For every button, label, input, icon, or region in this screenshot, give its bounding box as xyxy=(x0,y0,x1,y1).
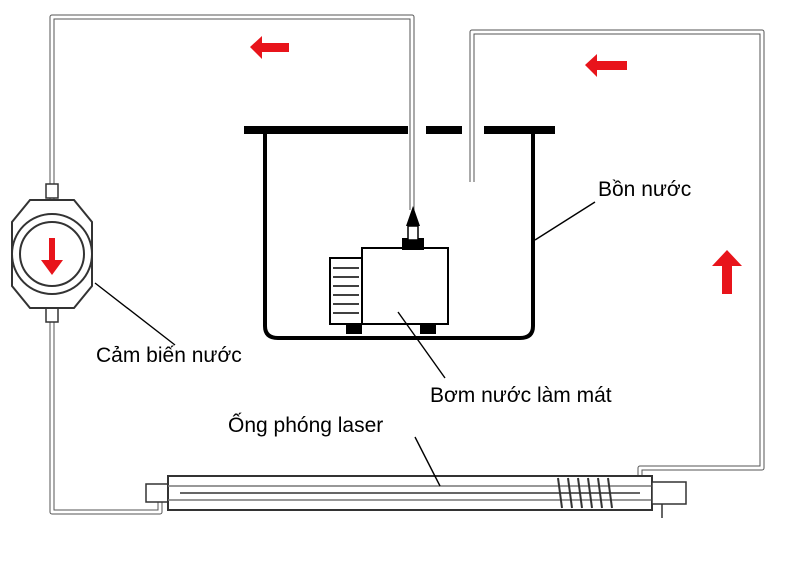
pipe-return-loop xyxy=(469,29,765,480)
red-arrow-icon xyxy=(712,250,742,294)
tank-label: Bồn nước xyxy=(598,178,691,201)
tube-label: Ống phóng laser xyxy=(228,413,383,437)
red-arrow-icon xyxy=(250,36,289,59)
water-sensor xyxy=(11,183,93,323)
sensor-label: Cảm biến nước xyxy=(96,344,242,367)
tank-leader-line xyxy=(534,201,596,241)
sensor-leader-line xyxy=(94,282,176,346)
red-arrow-icon xyxy=(585,54,627,77)
red-down-arrow-icon xyxy=(41,238,63,275)
pump-label: Bơm nước làm mát xyxy=(430,384,612,407)
water-tank xyxy=(244,126,555,340)
laser-tube xyxy=(145,475,687,518)
tube-leader-line xyxy=(414,436,441,487)
cooling-pump xyxy=(329,206,449,334)
pump-leader-line xyxy=(397,311,446,379)
